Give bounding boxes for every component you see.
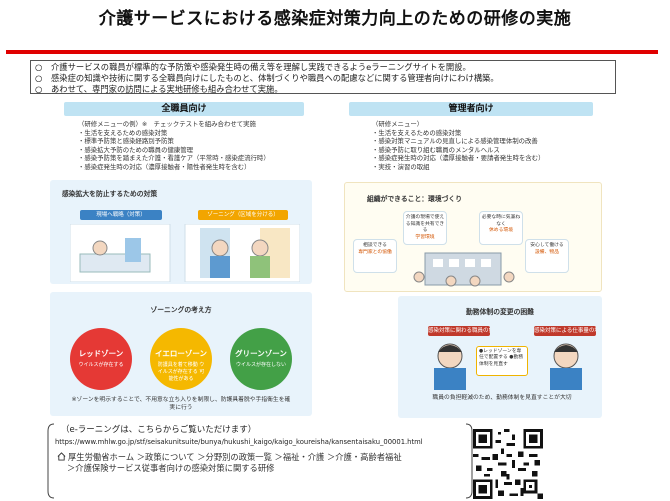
intro-box: ○介護サービスの職員が標準的な予防策や感染発生時の備え等を理解し実践できるようe… <box>30 60 616 94</box>
infection-prevention-panel: 感染拡大を防止するための対策 現場へ戦略（対策） ゾーニング（区域を分ける） <box>50 180 312 284</box>
environment-panel: 組織ができること：環境づくり 介護の現場で使える知識を共有できる学習環境 必要な… <box>344 182 602 292</box>
all-staff-header: 全職員向け <box>64 102 304 116</box>
staff-illustration <box>434 343 582 390</box>
managers-header: 管理者向け <box>349 102 593 116</box>
red-zone-circle: レッドゾーン ウイルスが存在する <box>70 328 132 390</box>
breadcrumb: 厚生労働省ホーム ＞政策について ＞分野別の政策一覧 ＞福祉・介護 ＞介護・高齢… <box>57 452 402 474</box>
elearning-info: （e-ラーニングは、こちらからご覧いただけます） https://www.mhl… <box>47 423 473 499</box>
burden-label: 感染対策に関わる職員の負担が大きい <box>428 326 490 336</box>
qr-code[interactable] <box>473 429 543 499</box>
home-icon <box>57 452 66 461</box>
panel-title: 感染拡大を防止するための対策 <box>62 190 158 198</box>
intro-item: ○あわせて、専門家の訪問による実地研修も組み合わせて実施。 <box>35 84 283 94</box>
work-schedule-panel: 勤務体制の変更の困難 感染対策に関わる職員の負担が大きい 感染対策による仕事量の… <box>398 296 602 418</box>
env-box: 安心して働ける設備、物品 <box>525 239 569 273</box>
left-bracket <box>47 423 55 499</box>
intro-item: ○介護サービスの職員が標準的な予防策や感染発生時の備え等を理解し実践できるようe… <box>35 62 471 72</box>
workload-label: 感染対策による仕事量の増加 <box>534 326 596 336</box>
schedule-note: 職員の負担軽減のため、勤務体制を見直すことが大切 <box>432 395 572 401</box>
right-bracket <box>465 423 473 499</box>
page-title: 介護サービスにおける感染症対策力向上のための研修の実施 <box>98 9 572 29</box>
panel-title: ゾーニングの考え方 <box>150 306 212 314</box>
yellow-zone-circle: イエローゾーン 防護具を着て移動 ウイルスが存在する 可能性がある <box>150 328 212 390</box>
elearning-url[interactable]: https://www.mhlw.go.jp/stf/seisakunitsui… <box>55 438 423 446</box>
intro-item: ○感染症の知識や技術に関する全職員向けにしたものと、体制づくりや職員への配慮など… <box>35 73 499 83</box>
care-illustration <box>70 224 300 282</box>
env-box: 相談できる専門家との協働 <box>353 239 397 273</box>
elearning-hint: （e-ラーニングは、こちらからご覧いただけます） <box>61 425 257 435</box>
all-staff-menu: （研修メニューの例）※ チェックテストを組み合わせて実施 ・生活を支えるための感… <box>78 120 270 171</box>
panel-title: 勤務体制の変更の困難 <box>466 308 534 316</box>
zoning-panel: ゾーニングの考え方 レッドゾーン ウイルスが存在する イエローゾーン 防護具を着… <box>50 292 312 416</box>
zoning-label: ゾーニング（区域を分ける） <box>198 210 288 220</box>
facility-illustration <box>413 252 515 287</box>
managers-menu: （研修メニュー） ・生活を支えるための感染対策 ・感染対策マニュアルの見直しによ… <box>372 120 545 171</box>
measures-bubble: ●レッドゾーンを専任で配置する ●勤務体制を見直す <box>476 346 528 376</box>
green-zone-circle: グリーンゾーン ウイルスが存在しない <box>230 328 292 390</box>
strategy-label: 現場へ戦略（対策） <box>80 210 162 220</box>
env-box: 介護の現場で使える知識を共有できる学習環境 <box>403 211 447 245</box>
title-underline <box>6 50 658 54</box>
zoning-note: ※ゾーンを明示することで、不用意な立ち入りを制限し、防護具着脱や手指衛生を確実に… <box>71 397 291 411</box>
panel-title: 組織ができること：環境づくり <box>367 195 463 203</box>
env-box: 必要な時に気兼ねなく休める環境 <box>479 211 523 245</box>
